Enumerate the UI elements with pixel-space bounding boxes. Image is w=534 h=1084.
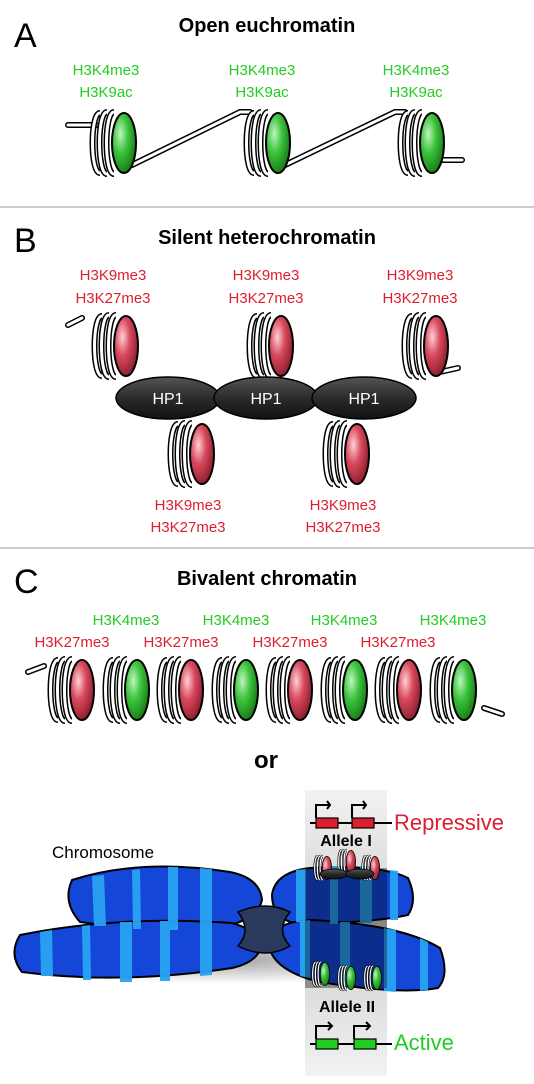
hp1-label: HP1	[250, 391, 281, 408]
panel-c: C Bivalent chromatin H3K4me3 H3K4me3 H3K…	[13, 563, 505, 1076]
panel-b-title: Silent heterochromatin	[158, 227, 376, 249]
mark-h3k9me3: H3K9me3	[155, 497, 222, 514]
mark-h3k9me3: H3K9me3	[233, 267, 300, 284]
mark-h3k4me3: H3K4me3	[420, 612, 487, 629]
panel-b: B Silent heterochromatin H3K9me3 H3K27me…	[0, 222, 534, 549]
panel-c-title: Bivalent chromatin	[177, 568, 357, 590]
mark-h3k4me3: H3K4me3	[311, 612, 378, 629]
panel-a: A Open euchromatin H3K4me3 H3K9ac H3K4me…	[0, 15, 534, 208]
mark-h3k27me3: H3K27me3	[34, 634, 109, 651]
mark-h3k9me3: H3K9me3	[387, 267, 454, 284]
panel-c-letter: C	[14, 563, 39, 601]
nucleosome-active	[247, 112, 291, 174]
hp1-protein: HP1	[213, 376, 319, 420]
nucleosome-active	[324, 659, 368, 721]
nucleosome-repressive	[51, 659, 95, 721]
nucleosome-active	[215, 659, 259, 721]
allele-2: Allele II Active	[310, 960, 454, 1055]
nucleosome-repressive	[378, 659, 422, 721]
mark-h3k4me3: H3K4me3	[93, 612, 160, 629]
mark-h3k27me3: H3K27me3	[228, 290, 303, 307]
nucleosome-active	[106, 659, 150, 721]
gene-repressed	[310, 800, 392, 829]
nucleosome-repressive	[269, 659, 313, 721]
nucleosome-repressive	[160, 659, 204, 721]
hp1-label: HP1	[348, 391, 379, 408]
mark-h3k27me3: H3K27me3	[252, 634, 327, 651]
mark-h3k9me3: H3K9me3	[310, 497, 377, 514]
hp1-protein	[319, 868, 375, 880]
mark-h3k27me3: H3K27me3	[143, 634, 218, 651]
nucleosome-repressive	[171, 423, 215, 485]
mark-h3k27me3: H3K27me3	[382, 290, 457, 307]
mark-h3k9ac: H3K9ac	[389, 84, 443, 101]
dna-strand	[25, 663, 505, 717]
nucleosome-active	[433, 659, 477, 721]
hp1-protein: HP1	[311, 376, 417, 420]
mark-h3k27me3: H3K27me3	[150, 519, 225, 536]
hp1-label: HP1	[152, 391, 183, 408]
allele-2-label: Allele II	[319, 999, 375, 1016]
repressive-label: Repressive	[394, 810, 504, 835]
allele-1-label: Allele I	[320, 833, 372, 850]
nucleosome-active	[93, 112, 137, 174]
panel-a-letter: A	[14, 17, 37, 55]
nucleosome-active	[401, 112, 445, 174]
panel-a-title: Open euchromatin	[179, 15, 356, 37]
gene-active	[310, 1021, 392, 1050]
active-label: Active	[394, 1030, 454, 1055]
mark-h3k4me3: H3K4me3	[73, 62, 140, 79]
nucleosome-repressive	[250, 315, 294, 377]
mark-h3k9ac: H3K9ac	[79, 84, 133, 101]
mark-h3k4me3: H3K4me3	[229, 62, 296, 79]
nucleosome-repressive	[326, 423, 370, 485]
or-separator: or	[254, 747, 278, 774]
mark-h3k27me3: H3K27me3	[305, 519, 380, 536]
panel-b-letter: B	[14, 222, 37, 260]
mark-h3k27me3: H3K27me3	[75, 290, 150, 307]
chromosome: Chromosome	[13, 843, 446, 992]
mark-h3k27me3: H3K27me3	[360, 634, 435, 651]
dna-strand	[65, 109, 465, 168]
mark-h3k9me3: H3K9me3	[80, 267, 147, 284]
chromosome-label: Chromosome	[52, 843, 154, 862]
mark-h3k4me3: H3K4me3	[383, 62, 450, 79]
mark-h3k9ac: H3K9ac	[235, 84, 289, 101]
mark-h3k4me3: H3K4me3	[203, 612, 270, 629]
hp1-protein: HP1	[115, 376, 221, 420]
nucleosome-repressive	[405, 315, 449, 377]
nucleosome-repressive	[95, 315, 139, 377]
allele-1: Allele I Repressive	[310, 800, 504, 882]
